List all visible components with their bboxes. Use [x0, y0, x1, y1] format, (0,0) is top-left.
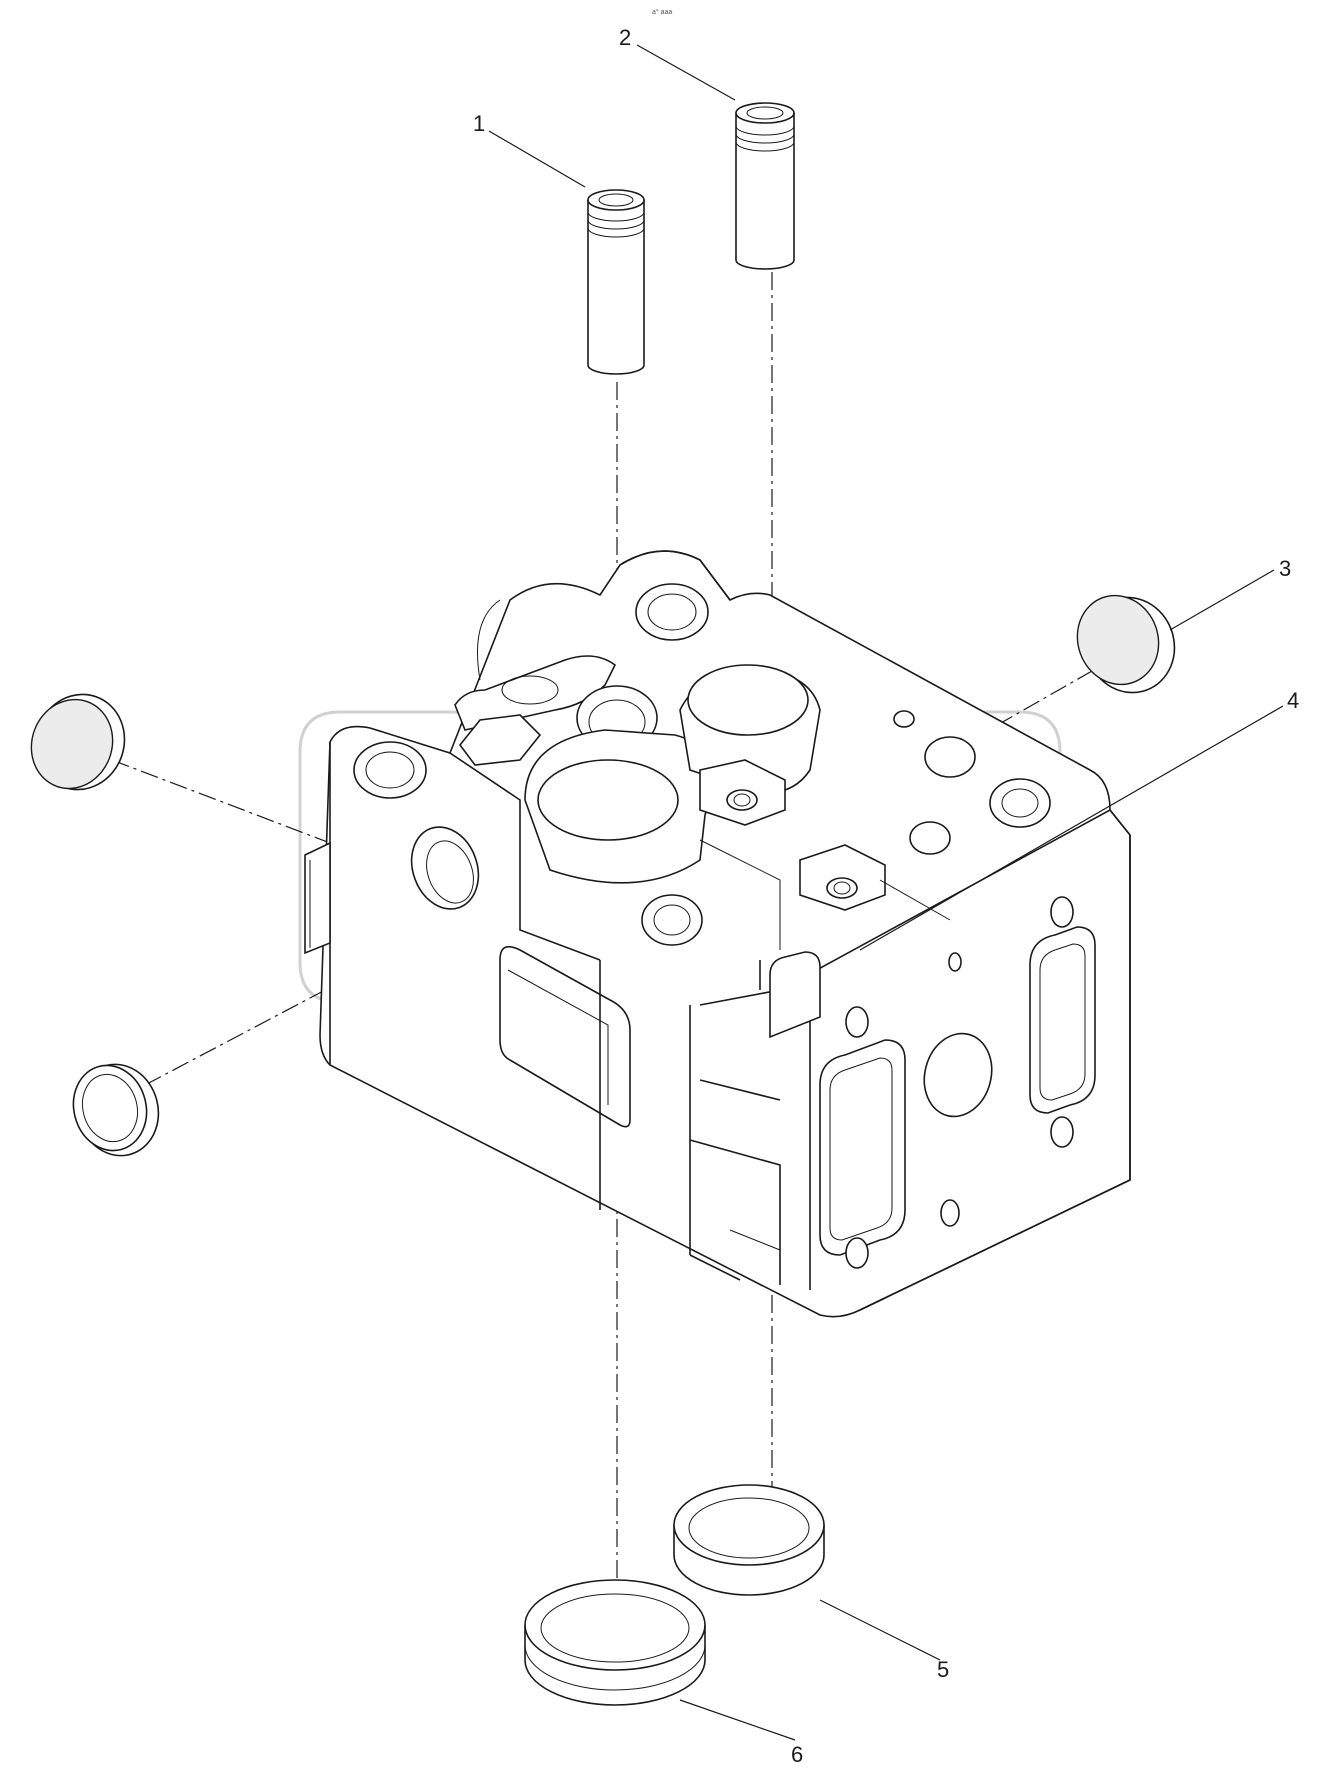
callout-4: 4: [1287, 688, 1299, 713]
callout-2: 2: [619, 25, 631, 50]
header-tiny-text: a° aaa: [652, 8, 672, 16]
cylinder-head: [304, 550, 1131, 1318]
valve-guide-short: [587, 189, 645, 375]
callout-3: 3: [1279, 556, 1291, 581]
plug-right: [1076, 594, 1176, 694]
valve-seat-ring-right: [673, 1484, 825, 1596]
plug-left-top: [30, 693, 126, 791]
leader-lines: [488, 44, 1284, 1741]
callout-1: 1: [473, 111, 485, 136]
valve-guide-long: [735, 102, 795, 270]
plug-left-bottom: [72, 1063, 160, 1157]
callout-5: 5: [937, 1657, 949, 1682]
valve-seat-ring-left: [524, 1579, 706, 1706]
callout-6: 6: [791, 1742, 803, 1767]
